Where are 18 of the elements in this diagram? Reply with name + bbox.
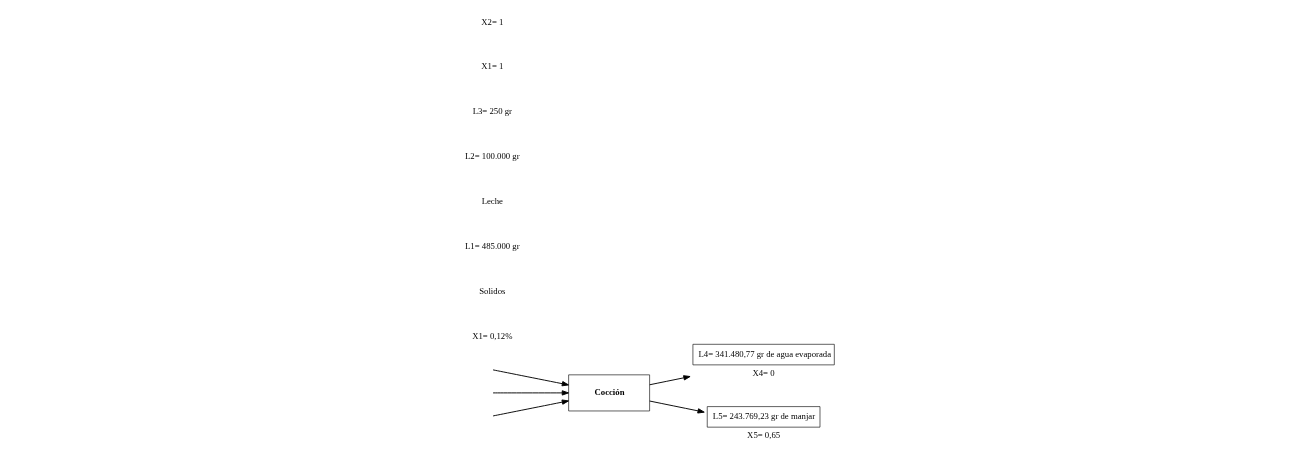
label: L1= 485.000 gr	[465, 240, 520, 251]
node-box: Cocción	[568, 374, 650, 412]
arrow	[492, 399, 569, 417]
arrow	[649, 375, 691, 386]
label: Solidos	[479, 285, 506, 296]
label: X1= 1	[481, 61, 504, 72]
label: Leche	[481, 195, 503, 206]
label: L2= 100.000 gr	[465, 151, 520, 162]
label: X2= 1	[481, 16, 504, 27]
label: X1= 0,12%	[472, 330, 513, 341]
node-label: X5= 0,65	[747, 429, 781, 440]
arrow	[492, 369, 569, 387]
label: L3= 250 gr	[472, 106, 512, 117]
node-box: L5= 243.769,23 gr de manjar	[706, 406, 821, 428]
arrow	[649, 400, 705, 414]
node-box: L4= 341.480,77 gr de agua evaporada	[692, 344, 835, 366]
arrow	[492, 390, 569, 396]
node-label: X4= 0	[752, 367, 775, 378]
